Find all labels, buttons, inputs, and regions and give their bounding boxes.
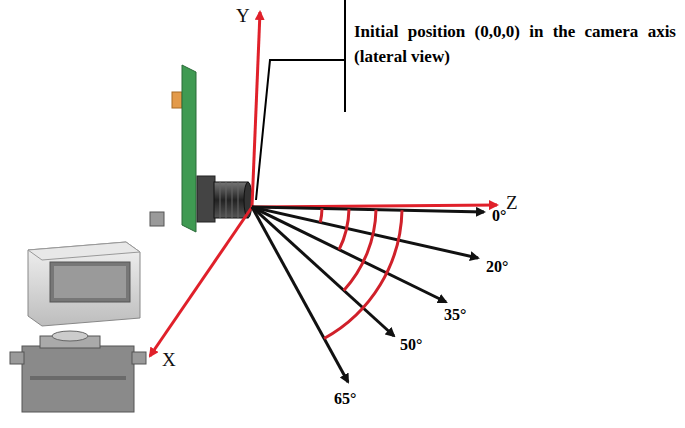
angle-ray bbox=[252, 207, 484, 212]
angle-arc bbox=[339, 209, 349, 250]
angle-label: 35° bbox=[444, 306, 466, 324]
angle-rays bbox=[252, 207, 484, 382]
axis-label: Y bbox=[236, 6, 250, 27]
angle-ray bbox=[252, 207, 348, 382]
axis-label: X bbox=[162, 350, 176, 371]
servo-motor bbox=[10, 331, 146, 412]
angle-arc bbox=[324, 210, 402, 338]
angle-ray bbox=[252, 207, 478, 258]
display-box bbox=[28, 242, 140, 326]
angle-label: 0° bbox=[492, 207, 506, 225]
x-axis bbox=[150, 207, 252, 356]
callout-note: Initial position (0,0,0) in the camera a… bbox=[354, 20, 676, 69]
axis-label: Z bbox=[506, 193, 518, 214]
angle-label: 50° bbox=[400, 336, 422, 354]
angle-ray bbox=[252, 207, 394, 336]
angle-label: 65° bbox=[334, 390, 356, 408]
callout-bracket bbox=[344, 0, 346, 112]
angle-arc bbox=[344, 210, 376, 291]
leader-line bbox=[256, 60, 345, 200]
angle-ray bbox=[252, 207, 446, 302]
angle-label: 20° bbox=[486, 258, 508, 276]
angle-arc bbox=[320, 209, 322, 223]
camera-device bbox=[150, 65, 252, 232]
